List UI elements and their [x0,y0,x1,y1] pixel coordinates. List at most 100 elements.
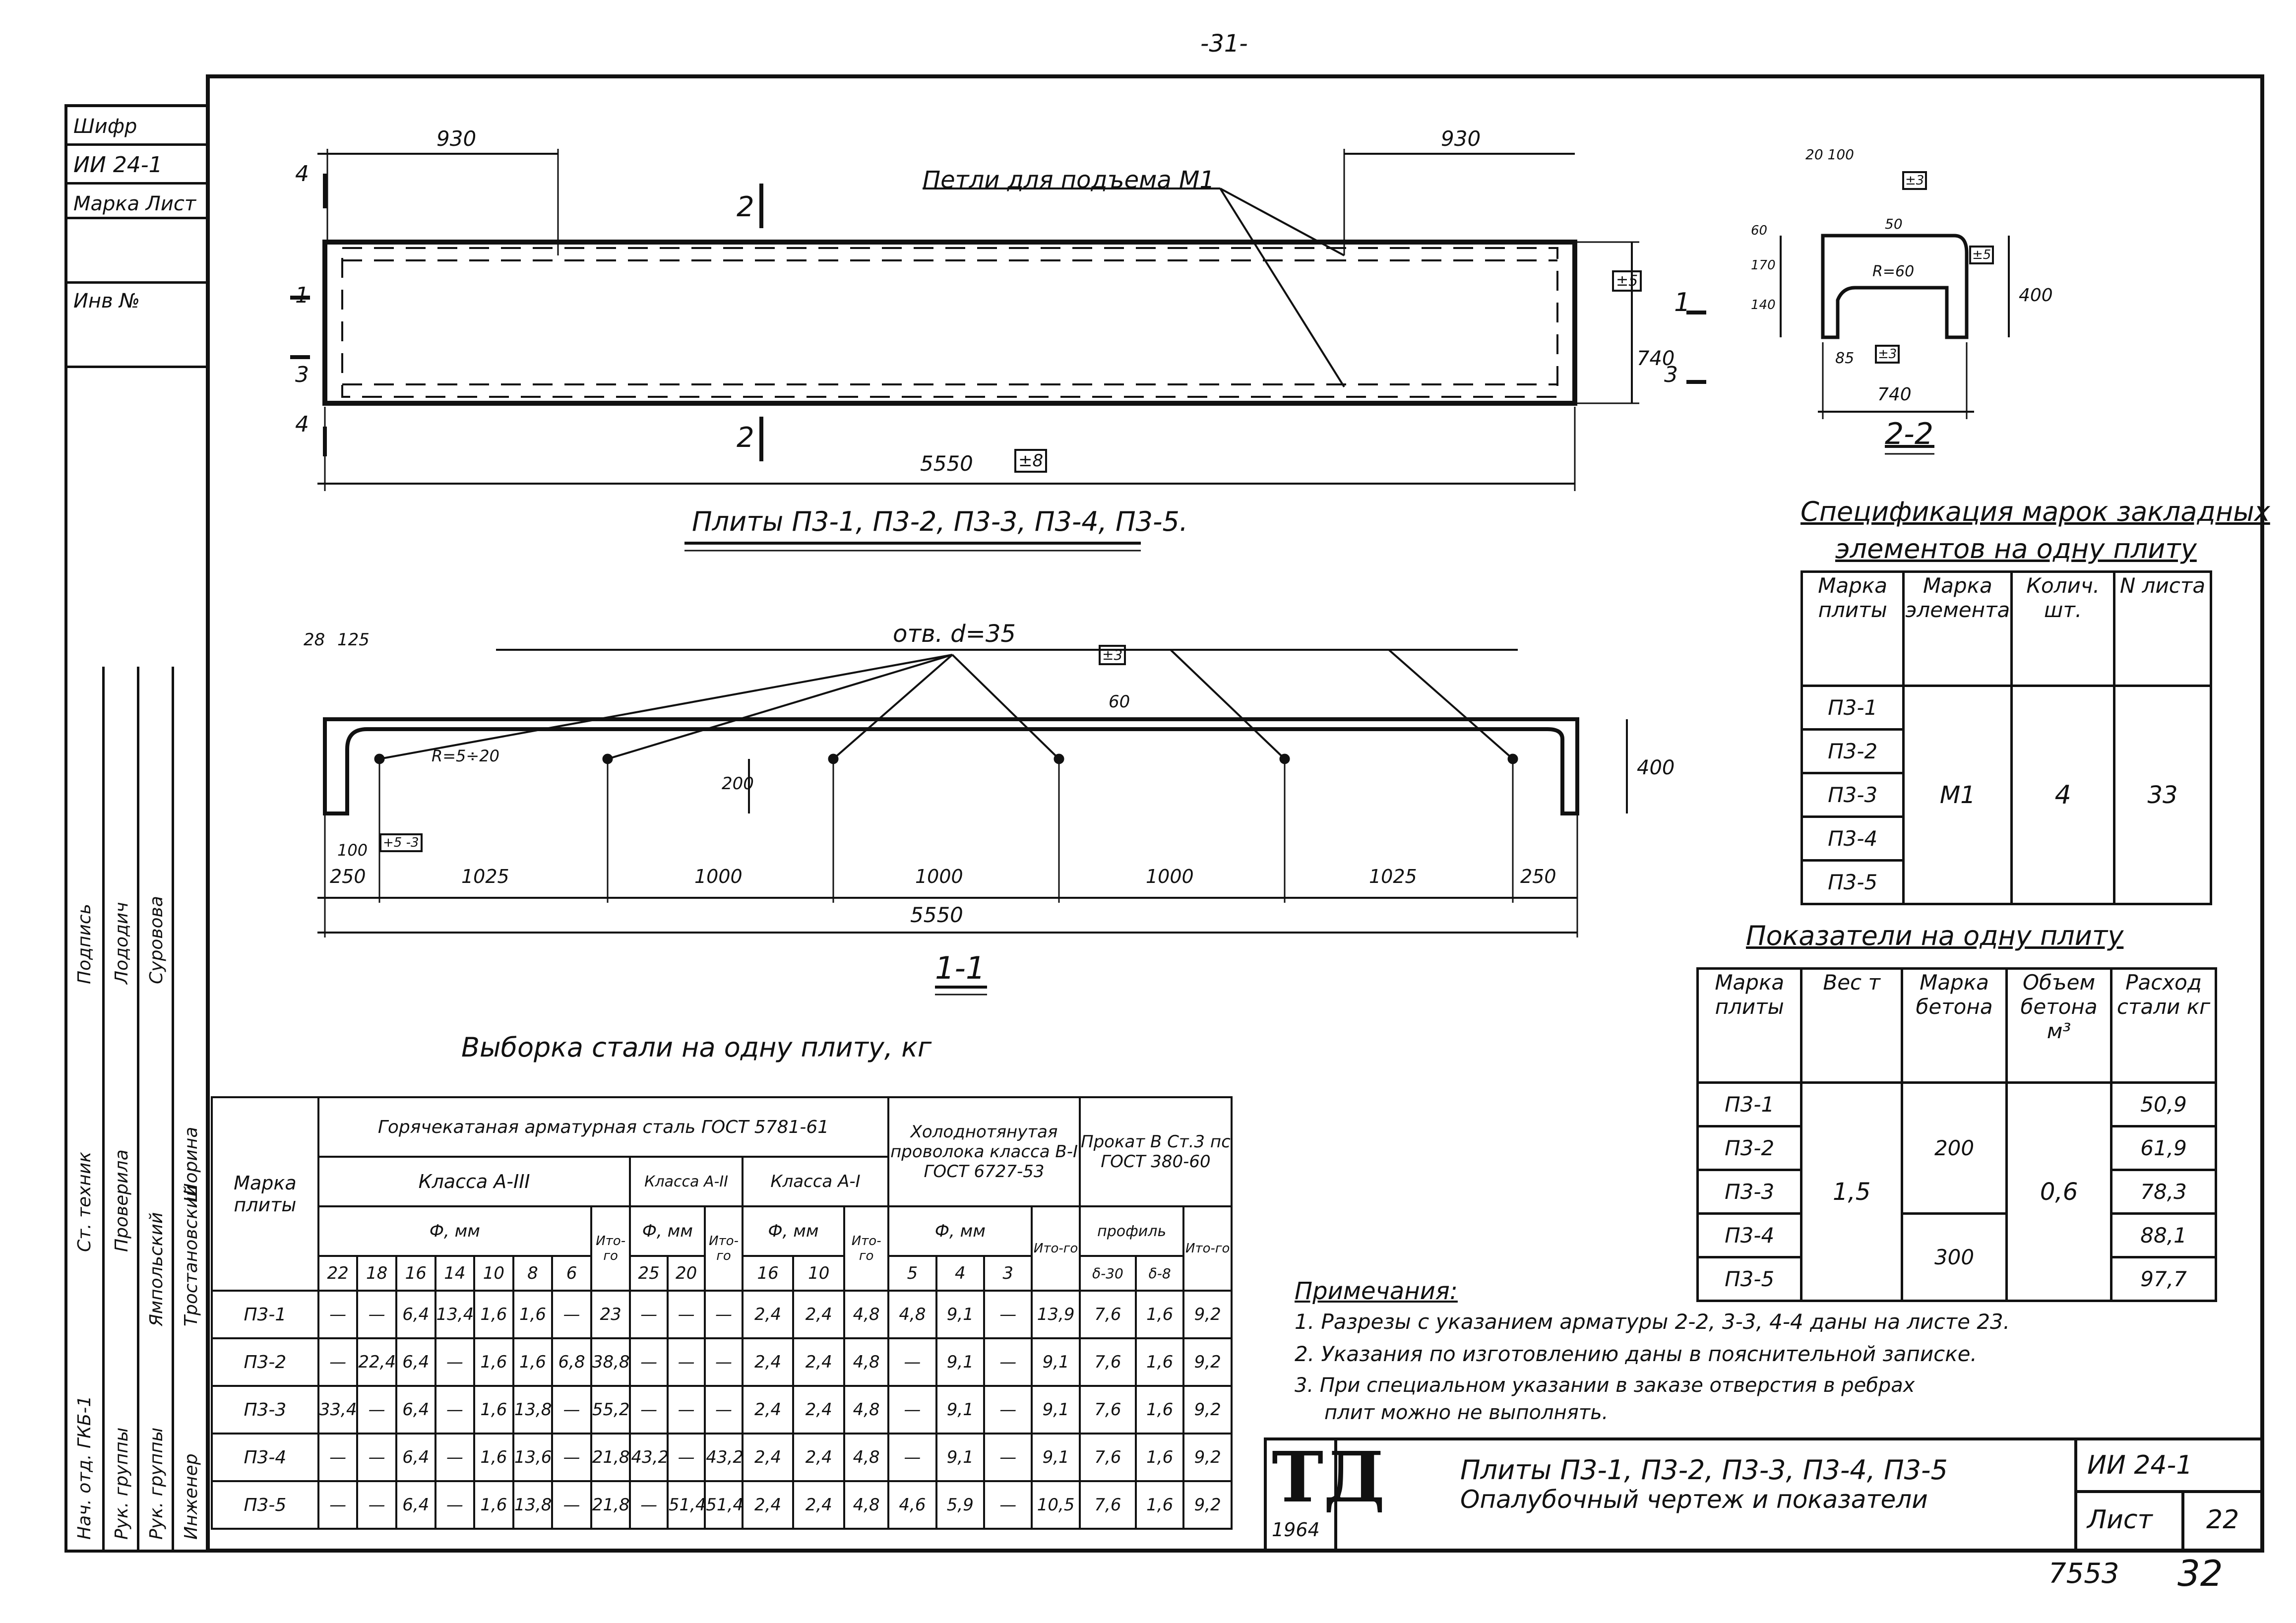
seg-1025-right: 1025 [1369,866,1417,887]
table-cell: 1,6 [1134,1480,1185,1530]
table-cell: 7,6 [1078,1480,1137,1530]
ind-h-concrete: Марка бетона [1901,967,2008,1084]
table-cell: — [317,1337,359,1387]
ind-concrete-200: 200 [1901,1081,2008,1215]
table-cell: 2,4 [792,1337,846,1387]
dim-200: 200 [722,774,754,794]
table-cell: П3-3 [211,1385,319,1435]
height-400: 400 [1637,756,1675,779]
spec-title-1: Спецификация марок закладных [1800,496,2270,527]
table-cell: 2,4 [792,1480,846,1530]
table-cell: 6,4 [395,1385,436,1435]
table-cell: 22,4 [356,1337,397,1387]
table-cell: 4,8 [843,1480,890,1530]
cut-1-left: 1 [295,283,309,308]
ind-h-weight: Вес т [1800,967,1904,1084]
table-cell: — [434,1337,476,1387]
table-cell: 6,4 [395,1337,436,1387]
sel-itogo-a1: Ито-го [843,1205,890,1292]
table-cell: 7,6 [1078,1290,1137,1339]
sel-d-22: 22 [317,1255,359,1292]
table-cell: — [704,1337,744,1387]
table-cell: — [317,1433,359,1482]
seg-250-right: 250 [1520,866,1556,887]
table-cell: 9,1 [935,1337,986,1387]
tol-3-section: ±3 [1099,645,1126,665]
sel-group-hot: Горячекатаная арматурная сталь ГОСТ 5781… [317,1096,890,1158]
tol-small: +5 -3 [379,833,423,852]
sheet-label: Лист [2087,1505,2153,1535]
empty-row [67,219,206,284]
sig-col-2: Рук. группы Проверила Лододич [102,667,137,1550]
table-cell: 4,8 [843,1385,890,1435]
spec-row-2: П3-2 [1800,728,1905,774]
table-cell: — [666,1385,706,1435]
order-number: 7553 [2048,1558,2119,1590]
s22-height: 400 [2019,285,2053,306]
table-cell: П3-5 [211,1480,319,1530]
table-cell: 9,2 [1182,1433,1233,1482]
table-cell: 6,4 [395,1480,436,1530]
table-cell: П3-4 [211,1433,319,1482]
sel-d-6: 6 [551,1255,592,1292]
table-cell: 9,1 [1031,1433,1081,1482]
table-cell: 23 [590,1290,631,1339]
dim-28: 28 [304,630,325,650]
spec-sheet: 33 [2112,685,2213,905]
table-cell: — [317,1290,359,1339]
table-cell: 13,8 [512,1385,554,1435]
sel-itogo-a2: Ито-го [704,1205,744,1292]
table-cell: П3-1 [211,1290,319,1339]
title-block: ТД 1964 Плиты П3-1, П3-2, П3-3, П3-4, П3… [1264,1437,2260,1549]
table-cell: 43,2 [629,1433,669,1482]
indicators-title: Показатели на одну плиту [1746,920,2124,951]
seg-1025-left: 1025 [461,866,509,887]
sel-d-20: 20 [666,1255,706,1292]
table-cell: 1,6 [473,1290,514,1339]
sel-class-a3: Класса А-III [317,1156,631,1207]
note-1: 1. Разрезы с указанием арматуры 2-2, 3-3… [1295,1310,2010,1334]
table-cell: 1,6 [1134,1337,1185,1387]
s22-tol-3-top: ±3 [1902,171,1927,190]
table-cell: — [356,1290,397,1339]
notes-title: Примечания: [1295,1277,1458,1305]
table-cell: 21,8 [590,1480,631,1530]
table-cell: — [629,1385,669,1435]
table-cell: 1,6 [473,1337,514,1387]
table-cell: 1,6 [1134,1290,1185,1339]
ind-steel-2: 61,9 [2110,1125,2217,1171]
table-cell: 21,8 [590,1433,631,1482]
table-cell: 6,8 [551,1337,592,1387]
sel-itogo-prokat: Ито-го [1182,1205,1233,1292]
cut-3-left: 3 [295,362,309,387]
table-cell: 2,4 [741,1433,795,1482]
spec-element: М1 [1902,685,2013,905]
loops-label: Петли для подъема М1 [923,166,1215,194]
ind-h-mark: Марка плиты [1696,967,1803,1084]
cipher-value: ИИ 24-1 [67,146,206,185]
table-cell: 38,8 [590,1337,631,1387]
sel-phi-a3: Ф, мм [317,1205,592,1257]
table-cell: — [983,1480,1033,1530]
note-3-cont: плит можно не выполнять. [1324,1401,1609,1424]
sel-d-5: 5 [887,1255,937,1292]
length-tolerance: ±8 [1014,449,1048,473]
ind-concrete-300: 300 [1901,1212,2008,1302]
note-2: 2. Указания по изготовлению даны в поясн… [1295,1342,1977,1366]
sel-d-8: 8 [512,1255,554,1292]
table-cell: 51,4 [704,1480,744,1530]
ind-steel-1: 50,9 [2110,1081,2217,1127]
table-cell: 9,2 [1182,1480,1233,1530]
seg-250-left: 250 [330,866,366,887]
spec-title-2: элементов на одну плиту [1835,533,2197,564]
cut-1-right: 1 [1674,288,1691,317]
sel-d-14: 14 [434,1255,476,1292]
table-cell: 2,4 [792,1385,846,1435]
ind-volume: 0,6 [2005,1081,2113,1302]
radius-label: R=5÷20 [432,747,499,765]
table-cell: 2,4 [792,1290,846,1339]
table-cell: 2,4 [741,1337,795,1387]
sel-phi-cold: Ф, мм [887,1205,1033,1257]
